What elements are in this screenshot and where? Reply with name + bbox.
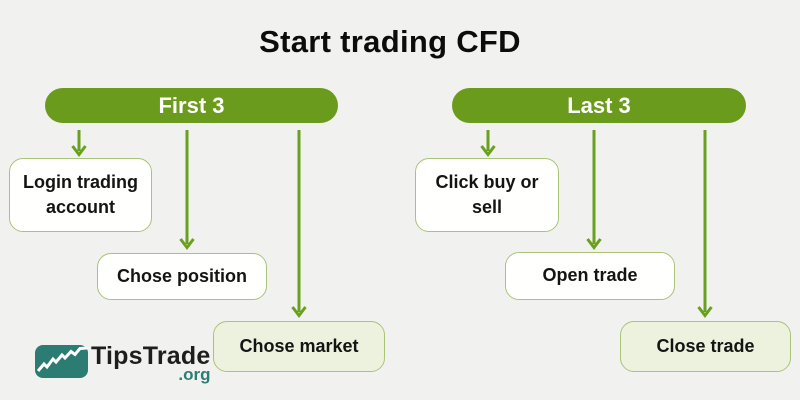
arrow-down-icon — [480, 130, 496, 157]
arrow-down-icon — [697, 130, 713, 318]
chart-line-icon — [35, 345, 88, 378]
logo-text: TipsTrade .org — [91, 342, 210, 385]
step-box-chose-position: Chose position — [97, 253, 267, 300]
group-header-last-3: Last 3 — [452, 88, 746, 123]
step-box-chose-market: Chose market — [213, 321, 385, 372]
logo-suffix-text: .org — [178, 365, 211, 384]
arrow-down-icon — [291, 130, 307, 318]
page-title: Start trading CFD — [259, 24, 521, 59]
step-box-click-buy-or-sell: Click buy or sell — [415, 158, 559, 232]
tipstrade-logo: TipsTrade .org — [35, 342, 210, 385]
arrow-down-icon — [179, 130, 195, 250]
arrow-down-icon — [71, 130, 87, 157]
step-box-login-trading-account: Login trading account — [9, 158, 152, 232]
group-header-first-3: First 3 — [45, 88, 338, 123]
step-box-open-trade: Open trade — [505, 252, 675, 300]
arrow-down-icon — [586, 130, 602, 250]
logo-brand-text: TipsTrade — [91, 342, 211, 370]
step-box-close-trade: Close trade — [620, 321, 791, 372]
